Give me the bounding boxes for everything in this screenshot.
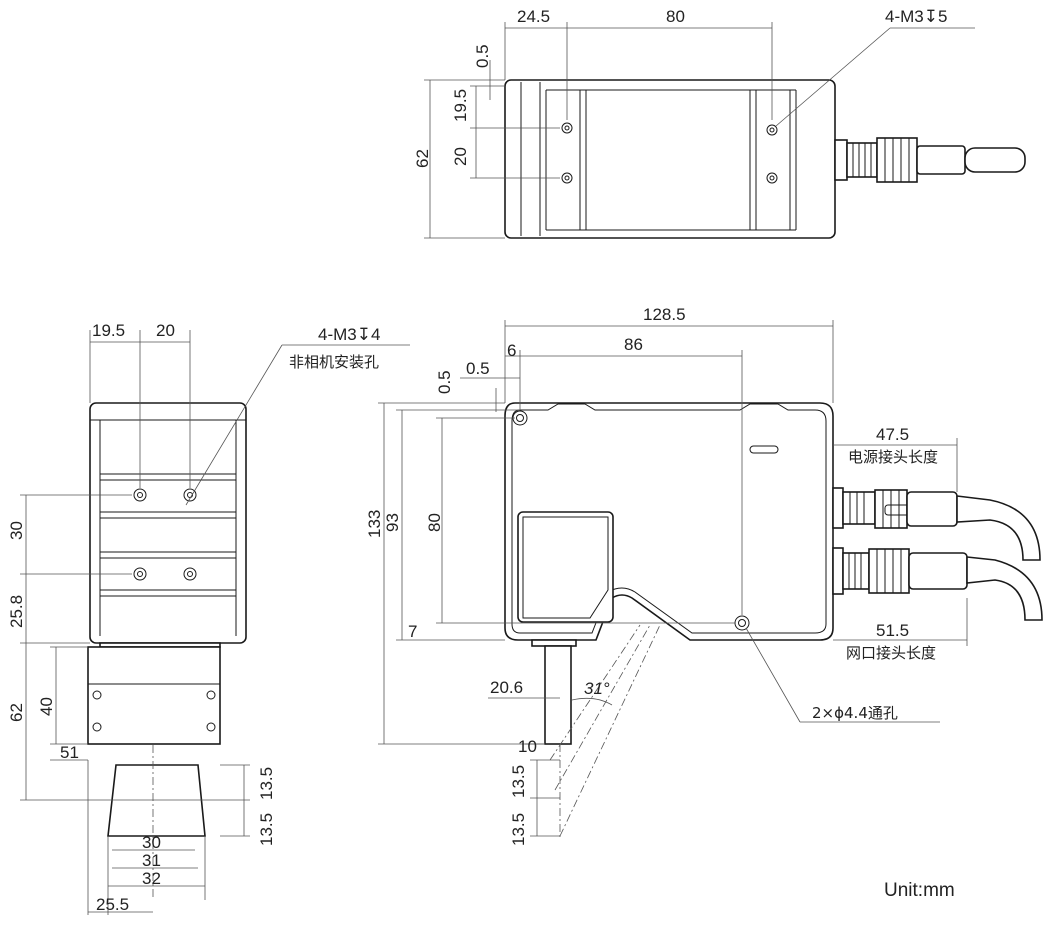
left-view-lens-block — [87, 646, 221, 745]
front-dim-86: 86 — [624, 335, 643, 354]
top-hole-callout: 4-M3↧5 — [885, 7, 947, 26]
top-dim-80: 80 — [666, 7, 685, 26]
top-view-connector — [834, 137, 1026, 183]
front-dim-20-6: 20.6 — [490, 678, 523, 697]
top-dim-20: 20 — [451, 147, 470, 166]
front-dim-13-5a: 13.5 — [509, 765, 528, 798]
left-dim-30b: 30 — [142, 833, 161, 852]
front-dim-13-5b: 13.5 — [509, 813, 528, 846]
front-dim-0-5: 0.5 — [466, 359, 490, 378]
unit-label: Unit:mm — [884, 880, 955, 901]
top-dim-62: 62 — [413, 149, 432, 168]
front-dim-133: 133 — [365, 510, 384, 538]
left-dim-32: 32 — [142, 869, 161, 888]
left-dim-40: 40 — [37, 697, 56, 716]
front-dim-47-5: 47.5 — [876, 425, 909, 444]
left-hole-callout: 4-M3↧4 — [318, 325, 380, 344]
front-dim-10: 10 — [518, 737, 537, 756]
left-dim-20: 20 — [156, 321, 175, 340]
left-hole-note: 非相机安装孔 — [289, 353, 379, 371]
left-view: 19.5 20 4-M3↧4 非相机安装孔 30 25.8 62 40 51 1… — [7, 321, 410, 915]
front-dim-7: 7 — [408, 622, 417, 641]
left-dim-13-5b: 13.5 — [257, 813, 276, 846]
front-dim-0-5-vert: 0.5 — [435, 370, 454, 394]
left-view-laser-fan — [107, 764, 206, 837]
top-view-body — [504, 79, 836, 239]
power-connector-label: 电源接头长度 — [848, 448, 938, 466]
front-view: 128.5 6 86 0.5 0.5 133 93 80 7 20.6 31° … — [365, 305, 1043, 846]
left-dim-25-5: 25.5 — [96, 895, 129, 914]
left-dim-62: 62 — [7, 703, 26, 722]
front-dim-51-5: 51.5 — [876, 621, 909, 640]
network-connector-label: 网口接头长度 — [846, 644, 936, 662]
through-hole-callout: 2×ϕ4.4通孔 — [812, 704, 898, 722]
front-dim-93: 93 — [383, 513, 402, 532]
top-dim-24-5: 24.5 — [517, 7, 550, 26]
left-dim-31: 31 — [142, 851, 161, 870]
front-dim-angle: 31° — [584, 679, 610, 698]
power-connector — [832, 487, 1041, 561]
left-view-mount-holes — [133, 488, 197, 581]
left-view-body — [89, 402, 247, 644]
front-view-laser-tube — [544, 645, 572, 745]
front-dim-6: 6 — [507, 341, 516, 360]
left-dim-25-8: 25.8 — [7, 595, 26, 628]
front-view-window — [517, 511, 614, 623]
left-dim-19-5: 19.5 — [92, 321, 125, 340]
top-dim-19-5: 19.5 — [451, 89, 470, 122]
network-connector — [832, 547, 1043, 621]
top-view-mount-holes — [561, 122, 778, 184]
left-dim-13-5a: 13.5 — [257, 767, 276, 800]
top-dim-0-5: 0.5 — [473, 44, 492, 68]
top-view: 24.5 80 4-M3↧5 0.5 19.5 20 62 — [413, 7, 1026, 239]
left-dim-51: 51 — [60, 743, 79, 762]
front-view-led-slot — [749, 445, 779, 454]
front-dim-80: 80 — [425, 513, 444, 532]
front-dim-128-5: 128.5 — [643, 305, 686, 324]
left-dim-30: 30 — [7, 521, 26, 540]
